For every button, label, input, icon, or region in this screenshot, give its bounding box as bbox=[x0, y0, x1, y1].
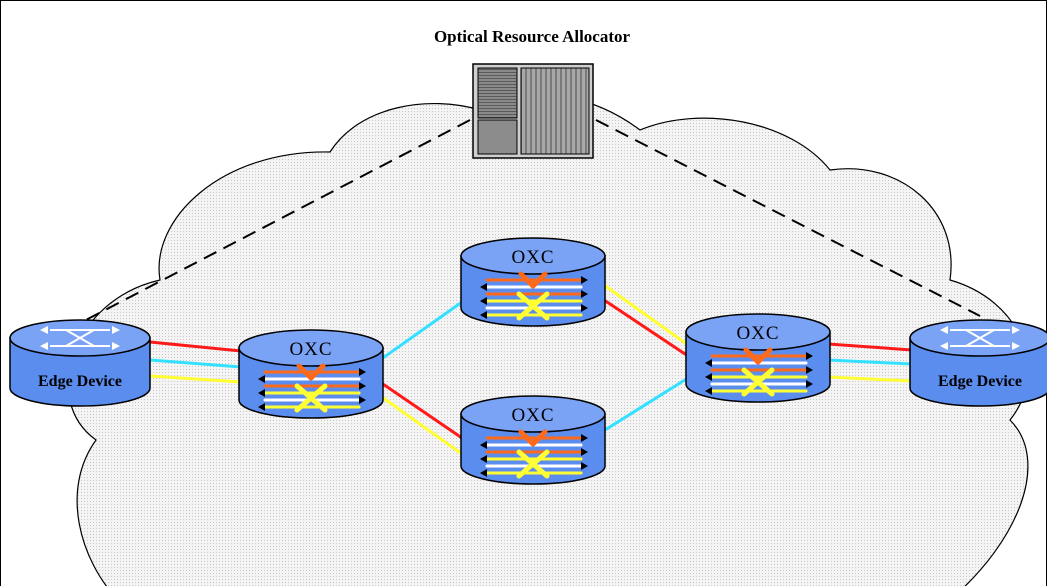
edge-device-right bbox=[909, 319, 1047, 407]
oxc-bottom-label: OXC bbox=[511, 405, 554, 426]
optical-links bbox=[149, 283, 913, 456]
edge-device-left bbox=[9, 319, 151, 407]
oxc-right-label: OXC bbox=[736, 323, 779, 344]
oxc-left-label: OXC bbox=[289, 339, 332, 360]
oxc-top-label: OXC bbox=[511, 247, 554, 268]
edge-device-left-label: Edge Device bbox=[38, 373, 122, 390]
diagram-title: Optical Resource Allocator bbox=[434, 27, 631, 46]
network-cloud bbox=[67, 94, 1029, 586]
resource-allocator-server bbox=[472, 63, 594, 159]
edge-device-right-label: Edge Device bbox=[938, 373, 1022, 390]
control-links bbox=[81, 119, 981, 323]
